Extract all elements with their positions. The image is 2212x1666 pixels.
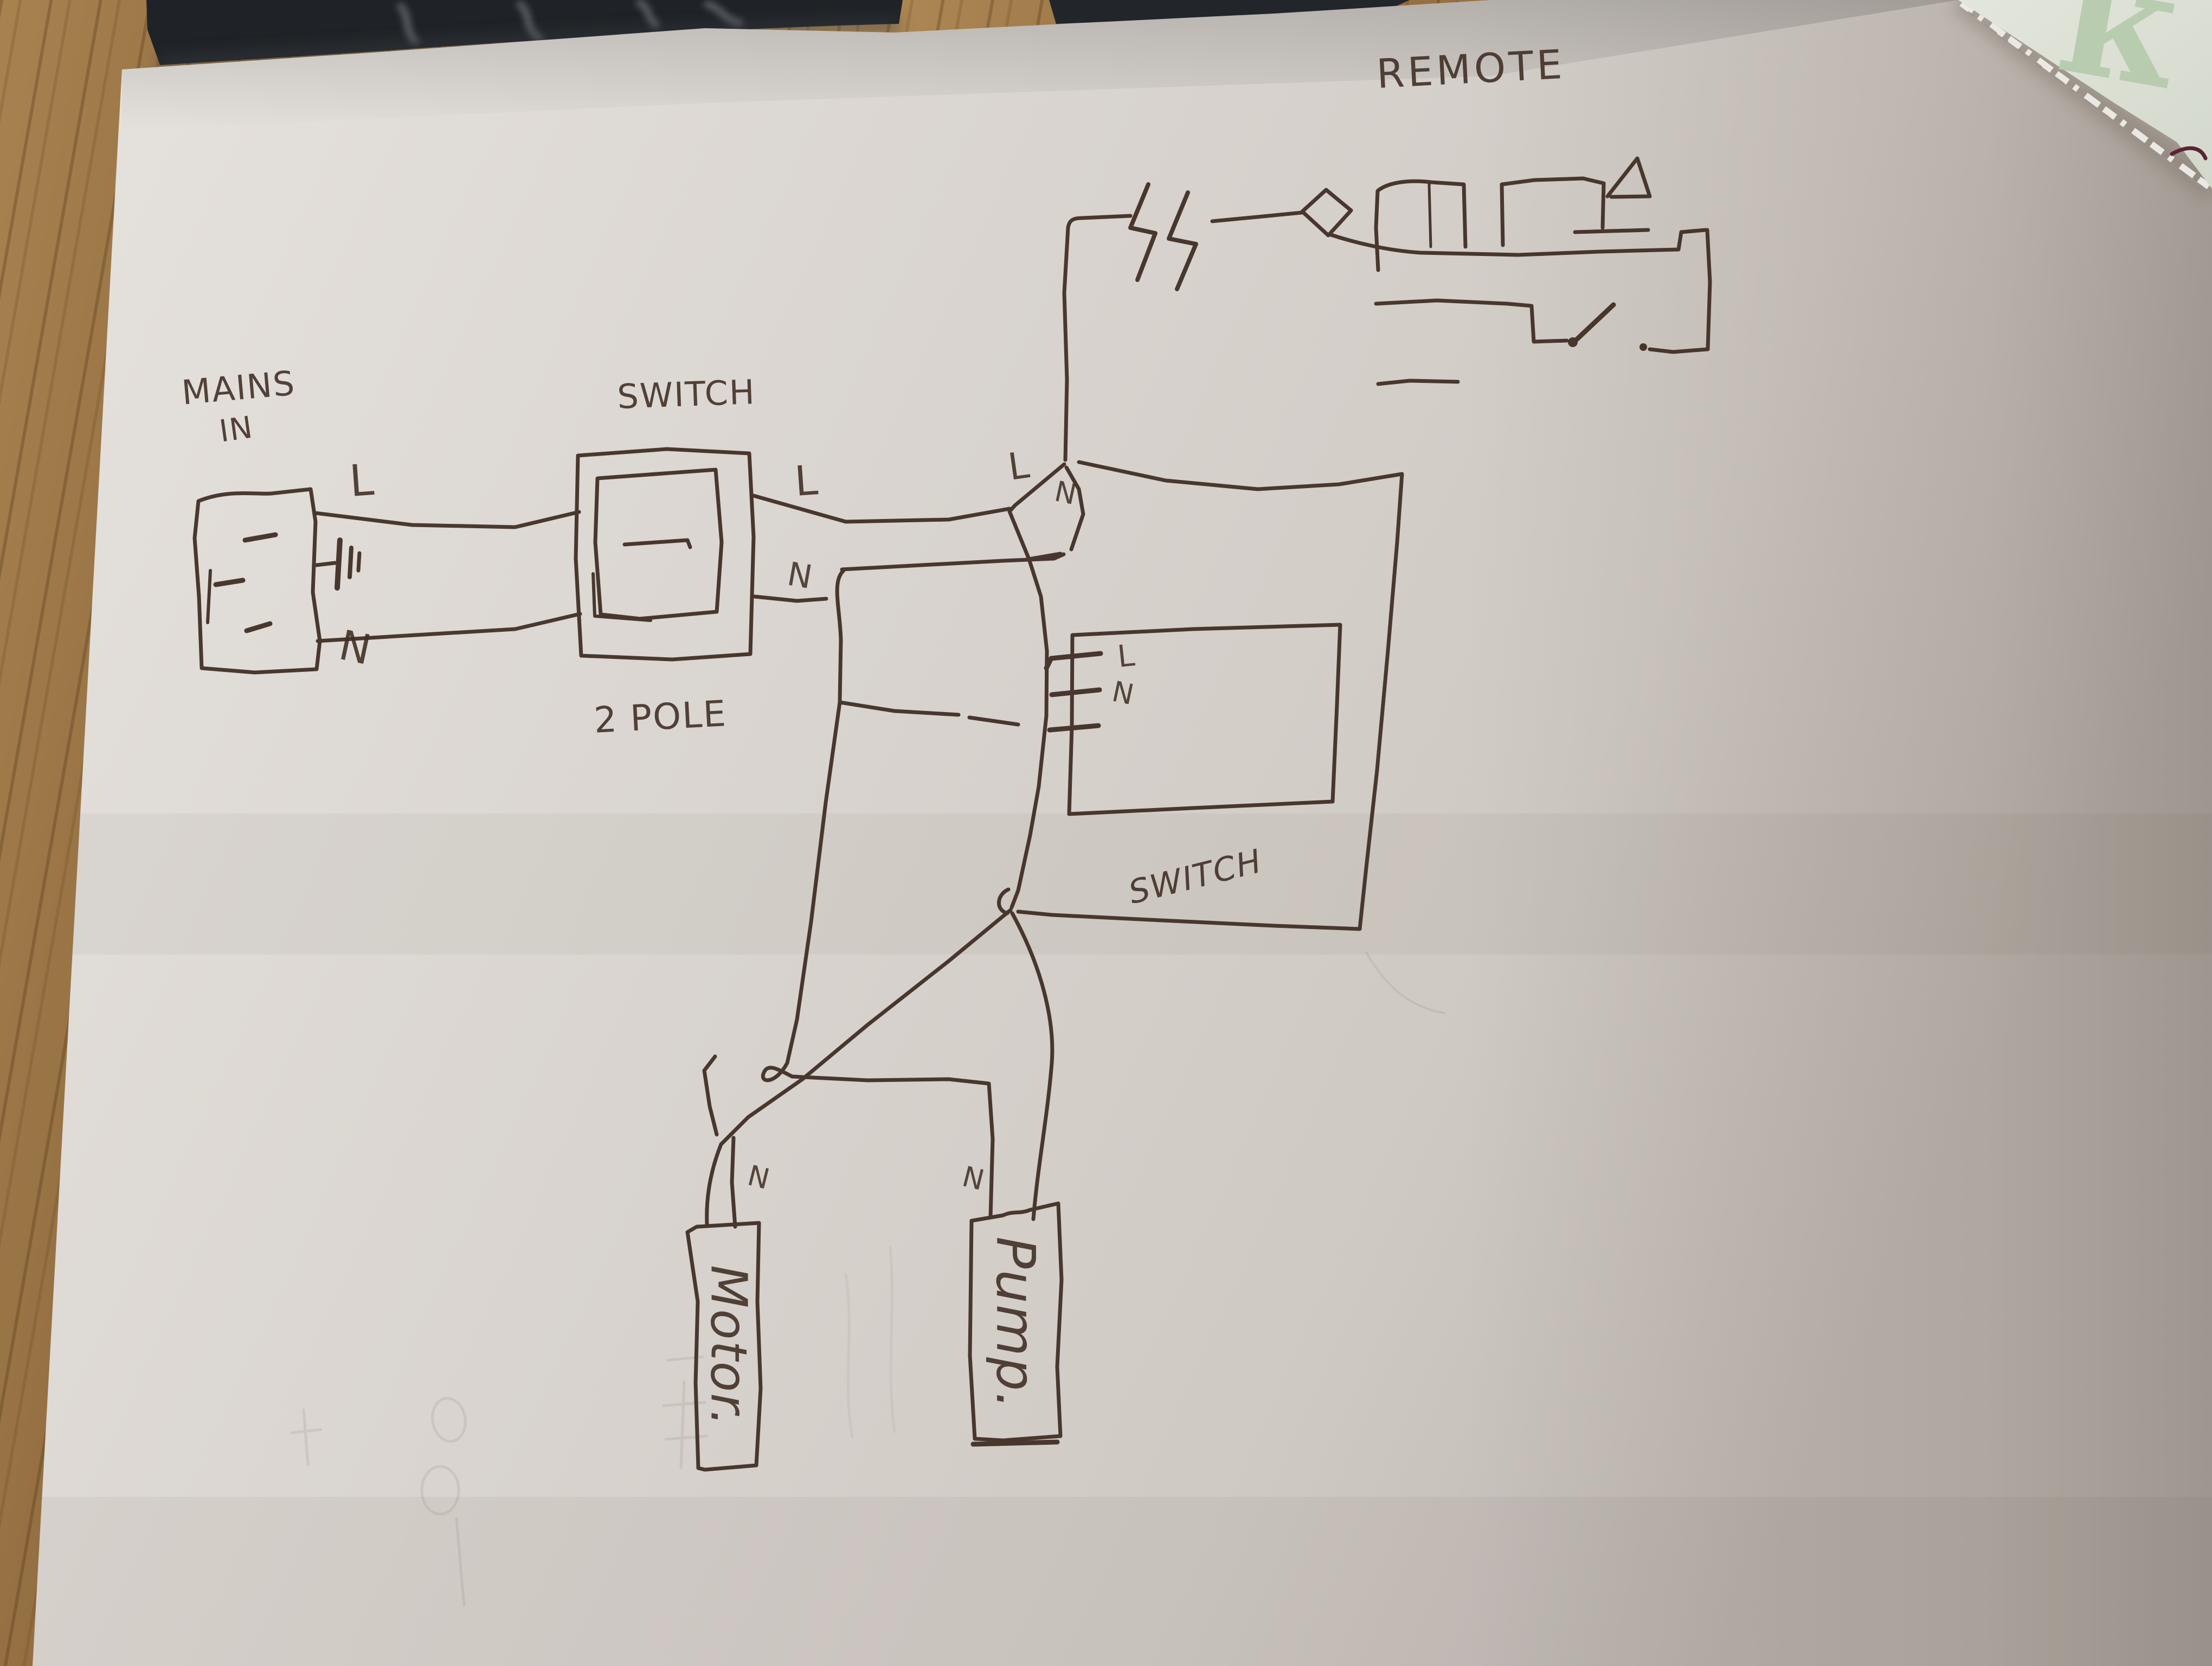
two-pole-switch-box: [574, 447, 756, 662]
rocker-line: [622, 538, 692, 549]
remote-switch-box: [1044, 623, 1342, 816]
radio-wave-icon: [1128, 182, 1158, 282]
dark-table-objects: [146, 0, 1410, 71]
ink-drawing: [192, 156, 1712, 1472]
motor-n-wire: [730, 1136, 737, 1229]
remote-triangle-button: [1605, 156, 1652, 199]
wire-mains-l: [313, 510, 581, 529]
switch2-terminal-n: [1049, 687, 1102, 697]
switch1-subtitle-label: 2 POLE: [593, 693, 728, 741]
mains-terminal-e: [213, 578, 246, 587]
remote-contact-arm: [1573, 302, 1616, 343]
motor-box: [685, 1136, 763, 1472]
red-pen-hook: [2170, 146, 2208, 161]
motor-l-wire: [702, 1054, 719, 1137]
switch1-label: SWITCH: [616, 372, 756, 416]
wire-switched-l: [751, 494, 1012, 524]
mains-in-label-line2: IN: [217, 409, 256, 450]
wire-neutral-routing: [753, 552, 1066, 1219]
wire-junction-feed: [997, 559, 1049, 915]
pencil-ghost-marks: [290, 951, 1445, 1607]
remote-module: [1300, 156, 1712, 386]
wire-label-mains-l: L: [348, 454, 377, 507]
mains-terminal-n: [244, 621, 273, 633]
remote-label: REMOTE: [1375, 41, 1567, 98]
mains-terminal-l: [242, 532, 278, 543]
pump-label: Pump.: [984, 1236, 1046, 1411]
wire-junction-to-motor: [702, 908, 1013, 1227]
earth-icon: [314, 537, 362, 591]
wire-to-remote: [1062, 182, 1304, 462]
wire-junction-to-pump: [1010, 911, 1054, 1221]
wire-label-switch2-l: L: [1116, 637, 1137, 675]
junction-node: [1007, 462, 1085, 561]
switch2-terminal-3: [1047, 723, 1101, 733]
remote-connector: [1300, 188, 1353, 238]
wire-label-switched-l: L: [793, 456, 821, 505]
mains-in-box: [192, 487, 322, 675]
motor-label: Motor.: [699, 1265, 758, 1427]
radio-wave-icon: [1167, 190, 1198, 291]
wire-mains-n: [316, 612, 582, 643]
enclosure-box: [1016, 460, 1404, 931]
switch2-terminal-l: [1044, 651, 1103, 671]
pump-box: [968, 1201, 1064, 1447]
